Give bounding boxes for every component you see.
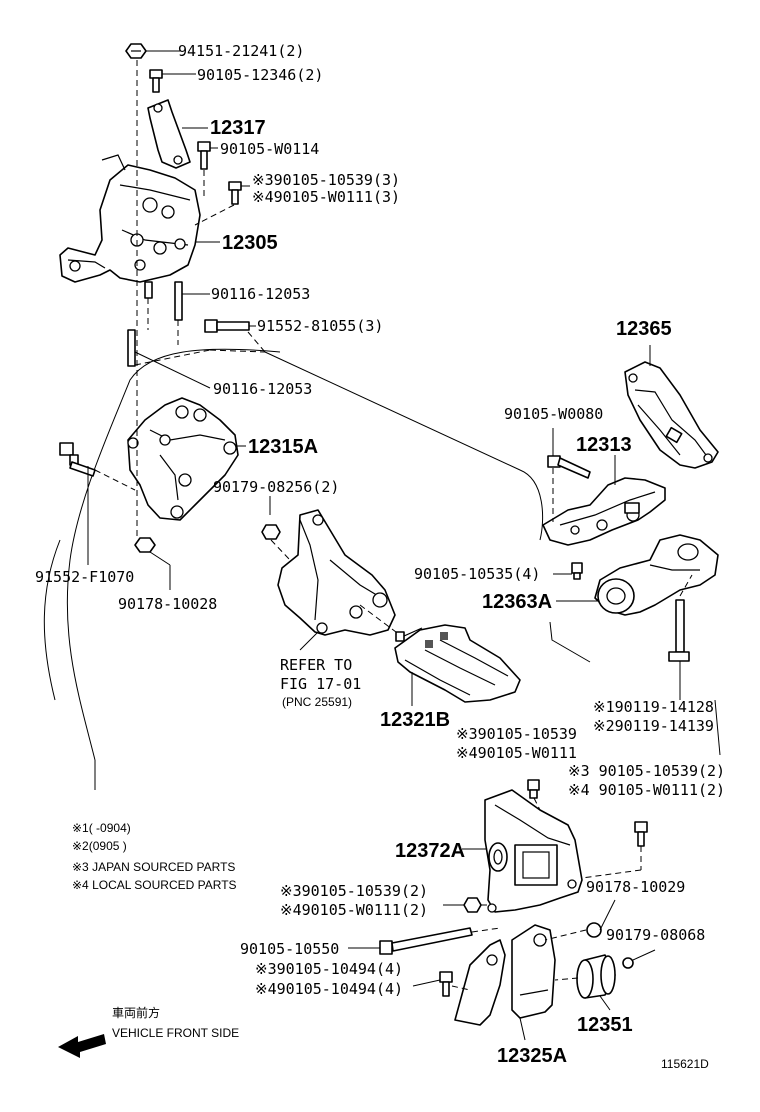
- long-bolt-icon: [668, 599, 690, 662]
- nut-icon: [125, 43, 147, 59]
- bracket-icon: [277, 509, 396, 636]
- label-refer-to: REFER TO: [280, 656, 352, 674]
- label-90105-w0111-2-left: ※490105-W0111(2): [280, 901, 428, 919]
- figure-id: 115621D: [661, 1057, 709, 1071]
- leader-lines: [269, 496, 413, 706]
- label-90116-12053-upper: 90116-12053: [211, 285, 310, 303]
- label-12363a: 12363A: [482, 591, 552, 613]
- alignment-lines: [552, 468, 693, 597]
- label-90105-10494-b: ※490105-10494(4): [255, 980, 403, 998]
- bolt-icon: [634, 821, 648, 847]
- bushing-12351-icon: [576, 954, 616, 999]
- label-90105-10539-2-left: ※390105-10539(2): [280, 882, 428, 900]
- label-90105-10550: 90105-10550: [240, 940, 339, 958]
- bracket-12317-icon: [147, 99, 191, 169]
- rear-mount-12363a-icon: [594, 534, 719, 616]
- label-12313: 12313: [576, 434, 632, 456]
- label-90105-10494-a: ※390105-10494(4): [255, 960, 403, 978]
- alignment-lines: [451, 797, 642, 991]
- bracket-12313-icon: [542, 477, 666, 546]
- label-90105-12346: 90105-12346(2): [197, 66, 323, 84]
- label-90105-10539-mid: ※390105-10539: [456, 725, 577, 743]
- legend-note-1: ※1( -0904): [72, 821, 131, 835]
- label-90119-14128: ※190119-14128: [593, 698, 714, 716]
- bracket-12372a-icon: [484, 789, 583, 913]
- label-90105-10539-2-right: ※3 90105-10539(2): [568, 762, 725, 780]
- label-90105-w0114: 90105-W0114: [220, 140, 319, 158]
- label-12365: 12365: [616, 318, 672, 340]
- nut-icon: [134, 537, 156, 553]
- leader-lines: [87, 50, 256, 590]
- label-90105-w0080: 90105-W0080: [504, 405, 603, 423]
- label-12321b: 12321B: [380, 709, 450, 731]
- nut-icon: [586, 922, 602, 938]
- bolt-icon: [395, 627, 423, 642]
- label-90105-10539-3: ※390105-10539(3): [252, 171, 400, 189]
- alignment-lines: [94, 60, 266, 540]
- label-12351: 12351: [577, 1014, 633, 1036]
- bolt-icon: [527, 779, 540, 799]
- label-94151-21241: 94151-21241(2): [178, 42, 304, 60]
- label-refer-fig: FIG 17-01: [280, 675, 361, 693]
- nut-icon: [463, 897, 482, 913]
- label-90178-10029: 90178-10029: [586, 878, 685, 896]
- label-refer-pnc: (PNC 25591): [282, 695, 352, 709]
- label-90178-10028: 90178-10028: [118, 595, 217, 613]
- nut-icon: [261, 524, 281, 540]
- bolt-icon: [228, 181, 242, 205]
- heat-shield-12321b-icon: [394, 624, 521, 703]
- bracket-12315a-icon: [127, 397, 239, 521]
- label-90105-w0111-2-right: ※4 90105-W0111(2): [568, 781, 725, 799]
- bracket-12325a-icon: [454, 924, 556, 1026]
- engine-outline: [43, 348, 721, 790]
- alignment-lines: [270, 539, 401, 636]
- label-90105-w0111-3: ※490105-W0111(3): [252, 188, 400, 206]
- bolt-icon: [439, 971, 453, 997]
- nut-icon: [622, 957, 634, 969]
- label-90105-w0111-mid: ※490105-W0111: [456, 744, 577, 762]
- mount-12305-icon: [59, 154, 201, 283]
- label-90119-14139: ※290119-14139: [593, 717, 714, 735]
- label-12317: 12317: [210, 117, 266, 139]
- bolt-icon: [59, 442, 96, 477]
- direction-label-jp: 車両前方: [112, 1005, 160, 1020]
- stud-bolt-icon: [127, 329, 136, 367]
- label-91552-81055: 91552-81055(3): [257, 317, 383, 335]
- label-12325a: 12325A: [497, 1045, 567, 1067]
- label-12372a: 12372A: [395, 840, 465, 862]
- label-90116-12053-lower: 90116-12053: [213, 380, 312, 398]
- bolt-icon: [571, 562, 583, 580]
- cover-12365-icon: [624, 361, 719, 469]
- leader-lines: [348, 848, 656, 1041]
- bolt-icon: [149, 69, 163, 93]
- label-90179-08256: 90179-08256(2): [213, 478, 339, 496]
- leader-lines: [552, 345, 681, 700]
- bolt-icon: [204, 319, 250, 333]
- label-12315a: 12315A: [248, 436, 318, 458]
- label-91552-f1070: 91552-F1070: [35, 568, 134, 586]
- legend-note-2: ※2(0905 ): [72, 839, 127, 853]
- label-90179-08068: 90179-08068: [606, 926, 705, 944]
- long-bolt-icon: [379, 927, 473, 955]
- front-direction-arrow-icon: [58, 1034, 106, 1058]
- legend-note-4: ※4 LOCAL SOURCED PARTS: [72, 878, 237, 892]
- legend-note-3: ※3 JAPAN SOURCED PARTS: [72, 860, 235, 874]
- bolt-icon: [197, 141, 211, 170]
- direction-label-en: VEHICLE FRONT SIDE: [112, 1026, 239, 1040]
- stud-bolt-icon: [144, 281, 183, 321]
- bolt-icon: [547, 455, 591, 479]
- label-90105-10535: 90105-10535(4): [414, 565, 540, 583]
- label-12305: 12305: [222, 232, 278, 254]
